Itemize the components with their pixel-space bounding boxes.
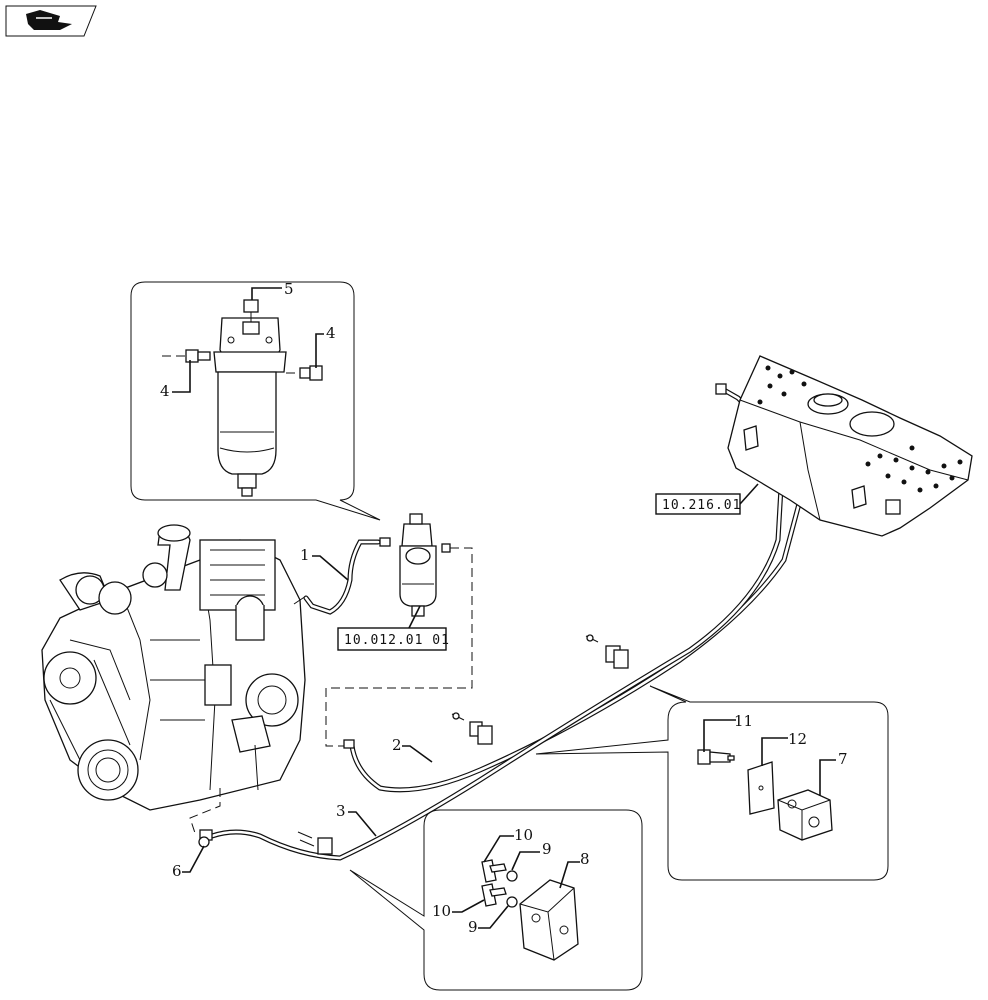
- tank-reference-label: 10.216.01: [662, 498, 741, 513]
- hose-2: [349, 440, 833, 793]
- callout-8: 8: [580, 850, 590, 868]
- hose-3: [209, 387, 785, 861]
- callout-10-bottom: 10: [432, 902, 451, 920]
- callout-2: 2: [392, 736, 402, 754]
- fitting-right: [286, 365, 323, 381]
- clip-upper: [585, 634, 629, 669]
- callout-5: 5: [284, 280, 294, 298]
- fitting-left: [162, 349, 211, 363]
- callout-9-bottom: 9: [468, 918, 478, 936]
- filter-detail-inset: [130, 281, 381, 521]
- clamp-detail-drawing: [697, 749, 833, 841]
- book-page-icon[interactable]: [5, 5, 97, 37]
- callout-1: 1: [300, 546, 310, 564]
- clamp-detail-inset: [535, 685, 889, 881]
- bracket-detail-drawing: [481, 859, 579, 961]
- callout-3: 3: [336, 802, 346, 820]
- filter-reference-label: 10.012.01 01: [344, 633, 450, 648]
- callout-4-right: 4: [326, 324, 336, 342]
- fuel-filter-assembly: [379, 513, 451, 617]
- callout-6: 6: [172, 862, 182, 880]
- callout-9-top: 9: [542, 840, 552, 858]
- filter-detail-drawing: [162, 299, 323, 497]
- hose-1: [303, 539, 381, 615]
- callout-10-top: 10: [514, 826, 533, 844]
- filter-reference-box[interactable]: 10.012.01 01: [337, 605, 450, 651]
- callout-11: 11: [734, 712, 753, 730]
- engine-block: [41, 524, 307, 811]
- tank-reference-box[interactable]: 10.216.01: [655, 483, 759, 515]
- callout-4-left: 4: [160, 382, 170, 400]
- fitting-top: [243, 299, 259, 322]
- callout-12: 12: [788, 730, 807, 748]
- clip-middle: [451, 712, 493, 745]
- callout-7: 7: [838, 750, 848, 768]
- clip-lower: [297, 831, 333, 855]
- fuel-tank: [727, 355, 973, 537]
- bracket-detail-inset: [349, 809, 643, 991]
